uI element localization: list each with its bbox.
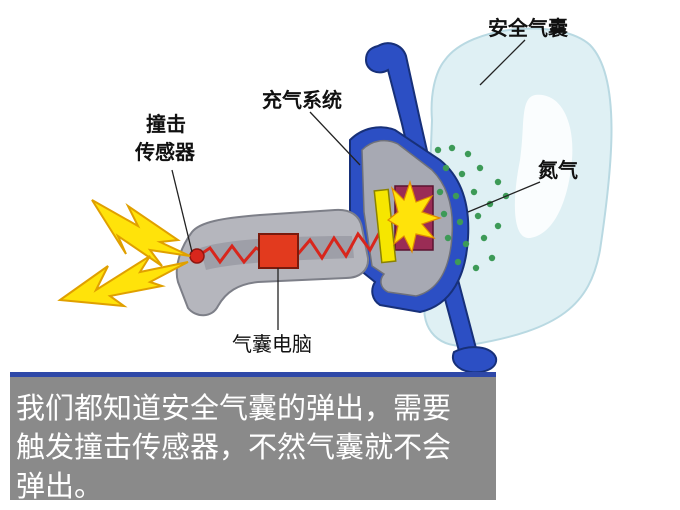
caption-line-1: 我们都知道安全气囊的弹出，需要 xyxy=(16,391,452,425)
leader-nitrogen xyxy=(467,181,541,213)
impact-lightning-upper xyxy=(91,199,191,267)
leader-inflator xyxy=(309,111,361,166)
impact-lightning-lower xyxy=(57,255,189,308)
caption-line-2: 触发撞击传感器，不然气囊就不会 xyxy=(16,430,452,464)
caption-box: 我们都知道安全气囊的弹出，需要 触发撞击传感器，不然气囊就不会 弹出。 xyxy=(10,372,496,503)
signal-wire xyxy=(197,243,271,265)
label-airbag-ecu: 气囊电脑 xyxy=(232,332,312,356)
caption-text: 我们都知道安全气囊的弹出，需要 触发撞击传感器，不然气囊就不会 弹出。 xyxy=(16,389,494,506)
label-crash-sensor-line2: 传感器 xyxy=(135,140,195,164)
steering-wheel-bottom xyxy=(452,346,498,374)
label-crash-sensor-line1: 撞击 xyxy=(146,112,186,136)
airbag-ecu-box xyxy=(258,233,299,269)
leader-airbag xyxy=(479,39,526,86)
signal-wire-right xyxy=(296,227,384,261)
caption-line-3: 弹出。 xyxy=(16,469,104,503)
leader-crash-sensor xyxy=(171,169,193,253)
nitrogen-dots xyxy=(434,144,510,272)
inflator-plate xyxy=(373,188,397,264)
label-airbag: 安全气囊 xyxy=(488,16,568,40)
airbag-highlight xyxy=(514,94,573,239)
label-inflator-system: 充气系统 xyxy=(262,88,342,112)
ignition-flash xyxy=(386,180,442,254)
label-nitrogen: 氮气 xyxy=(538,158,578,182)
